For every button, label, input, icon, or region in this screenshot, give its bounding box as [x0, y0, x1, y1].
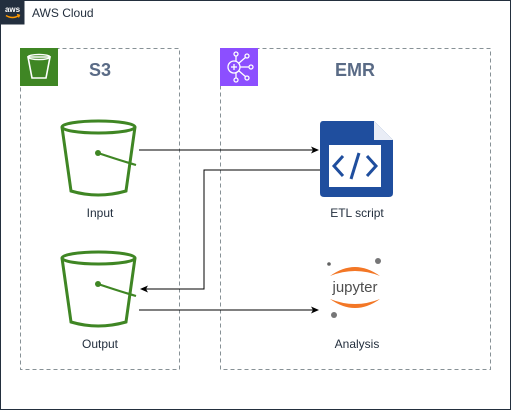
s3-group-frame: [20, 48, 180, 370]
input-label: Input: [87, 206, 114, 220]
jupyter-logo-text: jupyter: [331, 279, 377, 296]
emr-group-title: EMR: [335, 60, 375, 80]
code-file-icon: [320, 121, 393, 197]
emr-service-icon: [220, 48, 258, 86]
s3-bucket-icon: [60, 250, 137, 328]
jupyter-logo: jupyter: [327, 258, 381, 318]
etl-to-output-arrow: [140, 169, 320, 293]
etl-script-label: ETL script: [330, 206, 384, 220]
analysis-label: Analysis: [335, 337, 380, 351]
svg-text:aws: aws: [5, 5, 21, 14]
s3-group-title: S3: [89, 60, 111, 80]
s3-bucket-icon: [60, 119, 137, 197]
emr-group-frame: [220, 48, 491, 370]
aws-logo-icon: aws: [0, 0, 25, 25]
output-label: Output: [82, 337, 119, 351]
aws-cloud-title: AWS Cloud: [32, 6, 94, 20]
s3-service-icon: [20, 48, 58, 86]
